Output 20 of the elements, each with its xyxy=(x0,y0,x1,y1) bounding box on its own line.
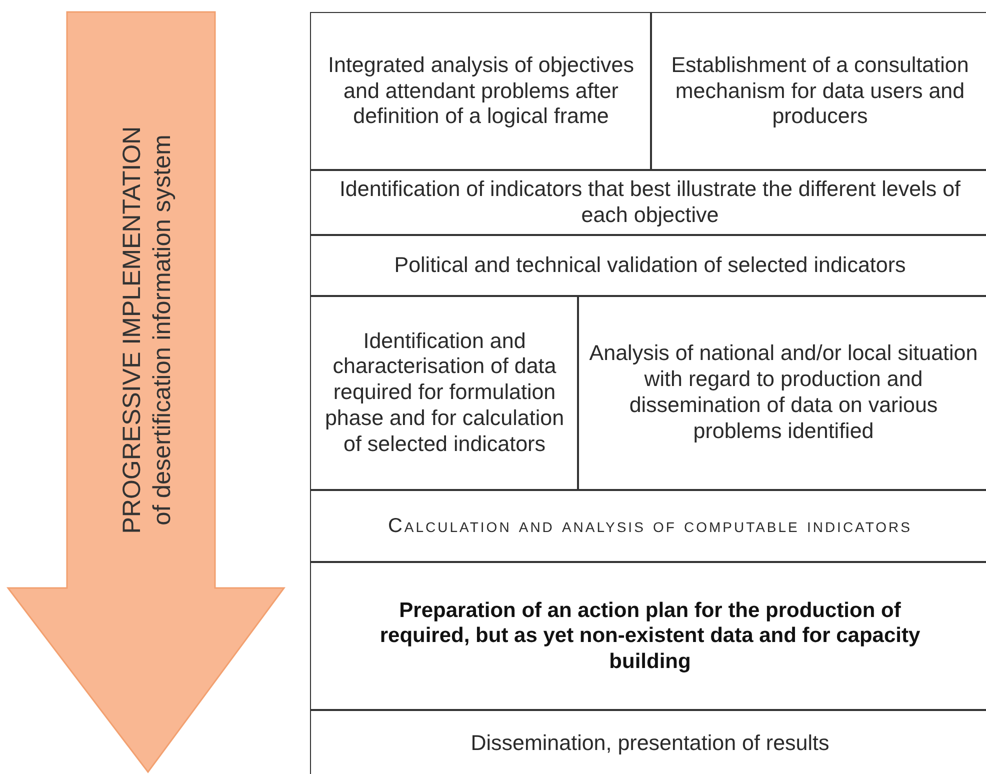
step-box xyxy=(310,561,986,711)
step-box xyxy=(310,489,986,563)
step-box xyxy=(310,295,579,491)
step-text: Preparation of an action plan for the production of required, but as yet non-existent data and for capacity building xyxy=(378,598,922,674)
step-text: Identification of indicators that best illustrate the different levels of each objective xyxy=(338,176,962,228)
step-text: Integrated analysis of objectives and attendant problems after definition of a logical frame xyxy=(327,52,635,130)
step-text: Calculation and analysis of computable indicators xyxy=(386,514,913,539)
step-box xyxy=(310,709,986,774)
step-text: Political and technical validation of selected indicators xyxy=(394,252,906,278)
step-text: Identification and characterisation of data required for formulation phase and for calculation of selected indicators xyxy=(324,328,566,458)
step-box xyxy=(310,169,986,236)
step-text: Establishment of a consultation mechanism for data users and producers xyxy=(670,52,970,130)
step-box xyxy=(577,295,986,491)
arrow-subheading: of desertification information system xyxy=(148,134,178,526)
step-text: Analysis of national and/or local situation with regard to production and dissemination of data on various problems identified xyxy=(588,341,979,445)
step-text: Dissemination, presentation of results xyxy=(470,731,830,757)
step-box xyxy=(650,12,986,171)
step-box xyxy=(310,12,652,171)
step-box xyxy=(310,234,986,297)
arrow-heading: PROGRESSIVE IMPLEMENTATION xyxy=(117,126,148,534)
